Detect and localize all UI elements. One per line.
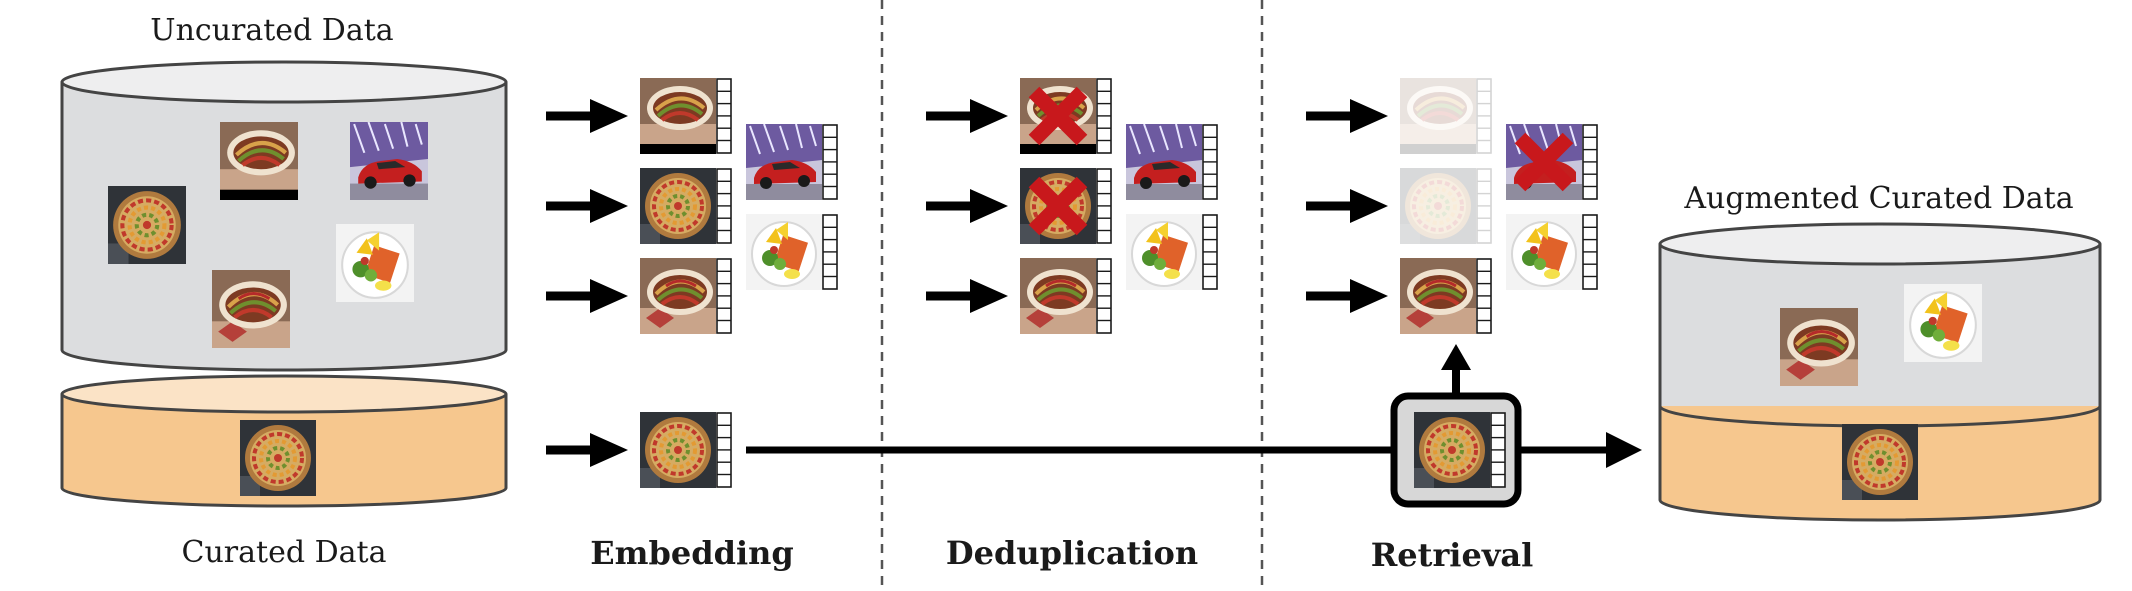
right-arrow-icon (546, 189, 628, 223)
ratatouille-bowl-photo (1400, 168, 1476, 244)
ratatouille-dish-photo (1400, 258, 1476, 334)
right-arrow-icon (546, 433, 628, 467)
right-arrow-icon (546, 99, 628, 133)
right-arrow-icon (1518, 432, 1642, 468)
embedding-vector-icon (716, 258, 732, 334)
salad-plate-photo (1904, 284, 1982, 362)
embedding-vector-icon (1476, 258, 1492, 334)
ratatouille-bowl-photo (640, 412, 716, 488)
salad-plate-photo (746, 214, 822, 290)
ratatouille-dish-photo (640, 258, 716, 334)
up-arrow-icon (1441, 344, 1471, 396)
right-arrow-icon (926, 99, 1008, 133)
sports-car-photo (350, 122, 428, 200)
right-arrow-icon (1306, 279, 1388, 313)
salad-plate-photo (1126, 214, 1202, 290)
ratatouille-dish-photo (1020, 258, 1096, 334)
deduplication-step-label: Deduplication (946, 534, 1198, 572)
ratatouille-dish-photo (212, 270, 290, 348)
embedding-vector-icon (1490, 412, 1506, 488)
embedding-vector-icon (1096, 168, 1112, 244)
right-arrow-icon (926, 189, 1008, 223)
ratatouille-dish-photo (1400, 78, 1476, 154)
curated-data-label: Curated Data (182, 535, 387, 570)
embedding-vector-icon (716, 412, 732, 488)
embedding-step-label: Embedding (590, 534, 794, 572)
embedding-vector-icon (1202, 124, 1218, 200)
embedding-vector-icon (1096, 258, 1112, 334)
ratatouille-bowl-photo (240, 420, 316, 496)
embedding-vector-icon (1582, 124, 1598, 200)
uncurated-data-label: Uncurated Data (150, 13, 393, 48)
ratatouille-bowl-photo (640, 168, 716, 244)
embedding-vector-icon (1582, 214, 1598, 290)
right-arrow-icon (546, 279, 628, 313)
embedding-vector-icon (1202, 214, 1218, 290)
embedding-vector-icon (716, 78, 732, 154)
embedding-vector-icon (1476, 78, 1492, 154)
embedding-vector-icon (716, 168, 732, 244)
augmented-data-label: Augmented Curated Data (1683, 181, 2073, 216)
ratatouille-bowl-photo (108, 186, 186, 264)
ratatouille-bowl-photo (1414, 412, 1490, 488)
retrieval-step-label: Retrieval (1371, 536, 1534, 574)
ratatouille-dish-photo (640, 78, 716, 154)
sports-car-photo (1126, 124, 1202, 200)
embedding-vector-icon (1476, 168, 1492, 244)
embedding-vector-icon (822, 124, 838, 200)
embedding-vector-icon (822, 214, 838, 290)
right-arrow-icon (1306, 189, 1388, 223)
right-arrow-icon (926, 279, 1008, 313)
faded-retrieval-candidates (1400, 78, 1492, 244)
embedding-vector-icon (1096, 78, 1112, 154)
ratatouille-dish-photo (1780, 308, 1858, 386)
sports-car-photo (746, 124, 822, 200)
right-arrow-icon (1306, 99, 1388, 133)
query-box-icon (1390, 392, 1522, 508)
salad-plate-photo (336, 224, 414, 302)
salad-plate-photo (1506, 214, 1582, 290)
ratatouille-bowl-photo (1842, 424, 1918, 500)
ratatouille-dish-photo (220, 122, 298, 200)
